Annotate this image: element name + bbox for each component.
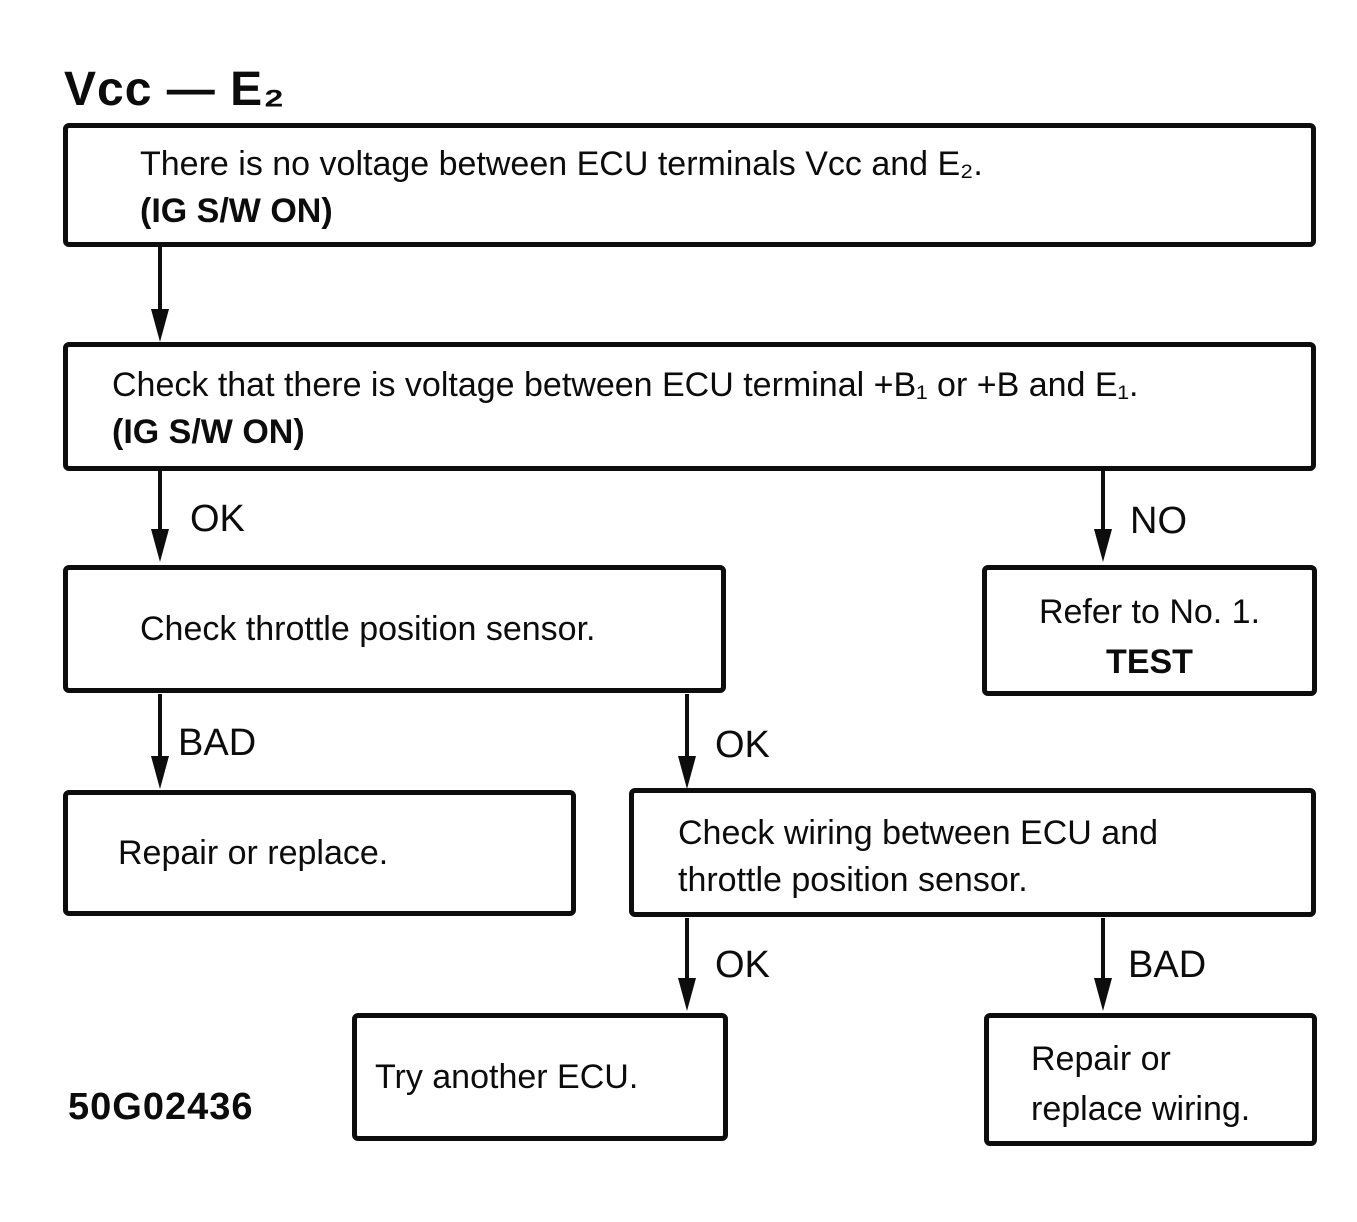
edge-label-ok-3: OK [715, 944, 770, 986]
flow-box-check-wiring: Check wiring between ECU and throttle po… [629, 788, 1316, 917]
flow-box-try-another-ecu: Try another ECU. [352, 1013, 728, 1141]
flow-box-check-throttle-sensor-text: Check throttle position sensor. [140, 609, 596, 648]
flow-box-check-wiring-line2: throttle position sensor. [678, 861, 1028, 899]
arrow-down-icon [151, 529, 169, 562]
arrow-down-icon [151, 756, 169, 789]
edge-label-bad-2: BAD [1128, 944, 1207, 986]
flow-box-try-another-ecu-text: Try another ECU. [375, 1057, 639, 1096]
connector-arrow-line [685, 918, 689, 978]
flow-box-check-b-voltage-line2: (IG S/W ON) [112, 413, 305, 451]
connector-arrow-line [1101, 471, 1105, 529]
edge-label-bad-1: BAD [178, 722, 257, 764]
edge-label-ok-2: OK [715, 724, 770, 766]
arrow-down-icon [678, 756, 696, 789]
flow-box-check-b-voltage: Check that there is voltage between ECU … [63, 342, 1316, 471]
flow-box-check-throttle-sensor: Check throttle position sensor. [63, 565, 726, 693]
flow-box-refer-test-line2: TEST [1106, 643, 1193, 681]
flow-box-check-wiring-line1: Check wiring between ECU and [678, 814, 1159, 852]
flow-box-repair-replace-text: Repair or replace. [118, 833, 389, 872]
connector-arrow-line [158, 247, 162, 310]
flow-box-no-voltage-line1: There is no voltage between ECU terminal… [140, 145, 983, 183]
flow-box-repair-wiring: Repair or replace wiring. [984, 1013, 1317, 1146]
page-title: Vcc — E₂ [64, 63, 286, 116]
flow-box-no-voltage: There is no voltage between ECU terminal… [63, 123, 1316, 247]
flow-box-repair-wiring-line2: replace wiring. [1031, 1090, 1251, 1128]
flow-box-refer-test-line1: Refer to No. 1. [1038, 593, 1261, 631]
flow-box-repair-replace: Repair or replace. [63, 790, 576, 916]
figure-code: 50G02436 [68, 1086, 254, 1128]
connector-arrow-line [1101, 918, 1105, 978]
arrow-down-icon [1094, 978, 1112, 1011]
edge-label-ok-1: OK [190, 498, 245, 540]
connector-arrow-line [685, 694, 689, 756]
edge-label-no-1: NO [1130, 500, 1187, 542]
flow-box-repair-wiring-line1: Repair or [1031, 1040, 1171, 1078]
connector-arrow-line [158, 694, 162, 756]
connector-arrow-line [158, 471, 162, 529]
flow-box-refer-test: Refer to No. 1. TEST [982, 565, 1317, 696]
flow-box-no-voltage-line2: (IG S/W ON) [140, 192, 333, 230]
flow-box-check-b-voltage-line1: Check that there is voltage between ECU … [112, 366, 1139, 404]
arrow-down-icon [678, 978, 696, 1011]
arrow-down-icon [151, 309, 169, 342]
arrow-down-icon [1094, 529, 1112, 562]
